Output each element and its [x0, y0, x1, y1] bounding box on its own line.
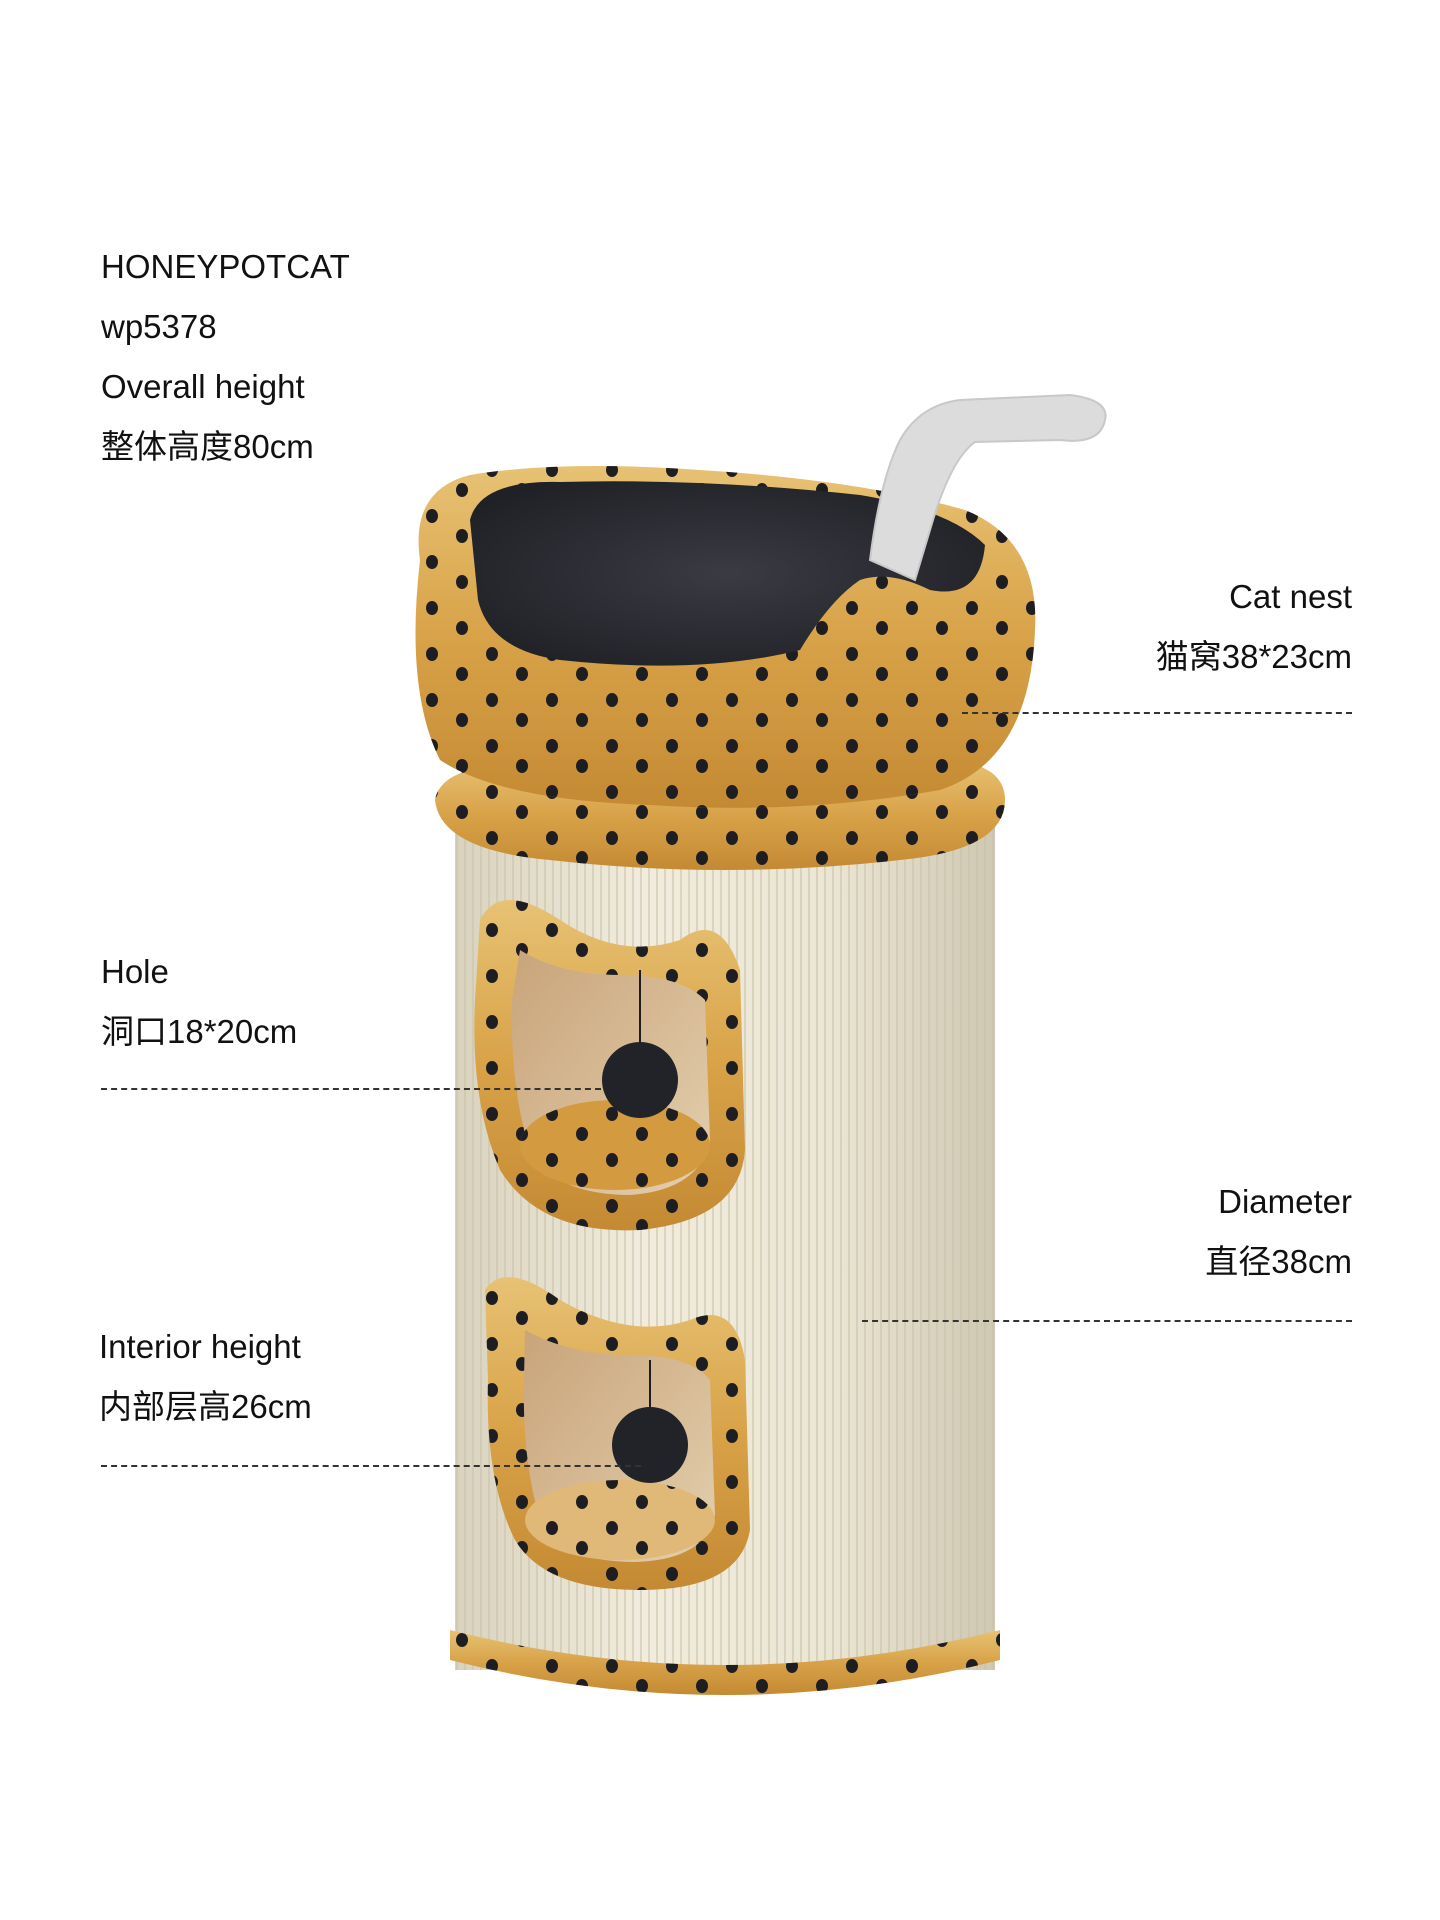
diameter-title: Diameter [1218, 1183, 1352, 1220]
upper-pompom-toy [602, 1042, 678, 1118]
cat-nest-leader-line [962, 712, 1352, 714]
hole-leader-line [101, 1088, 601, 1090]
lower-pompom-toy [612, 1407, 688, 1483]
plush-tail-toy [868, 393, 1107, 582]
hole-value: 洞口18*20cm [101, 1013, 298, 1050]
hole-title: Hole [101, 953, 169, 990]
brand-name: HONEYPOTCAT [101, 248, 350, 285]
lower-hole [485, 1277, 750, 1590]
model-number: wp5378 [101, 308, 217, 345]
diameter-leader-line [862, 1320, 1352, 1322]
diameter-value: 直径38cm [1205, 1243, 1352, 1280]
interior-height-title: Interior height [99, 1328, 301, 1365]
interior-height-leader-line [101, 1465, 641, 1467]
interior-height-value: 内部层高26cm [99, 1388, 312, 1425]
cat-nest-bed [415, 466, 1036, 808]
overall-height-value: 整体高度80cm [101, 428, 314, 465]
cat-nest-title: Cat nest [1229, 578, 1352, 615]
cat-nest-value: 猫窝38*23cm [1155, 638, 1352, 675]
overall-height-title: Overall height [101, 368, 305, 405]
upper-hole [474, 900, 745, 1231]
